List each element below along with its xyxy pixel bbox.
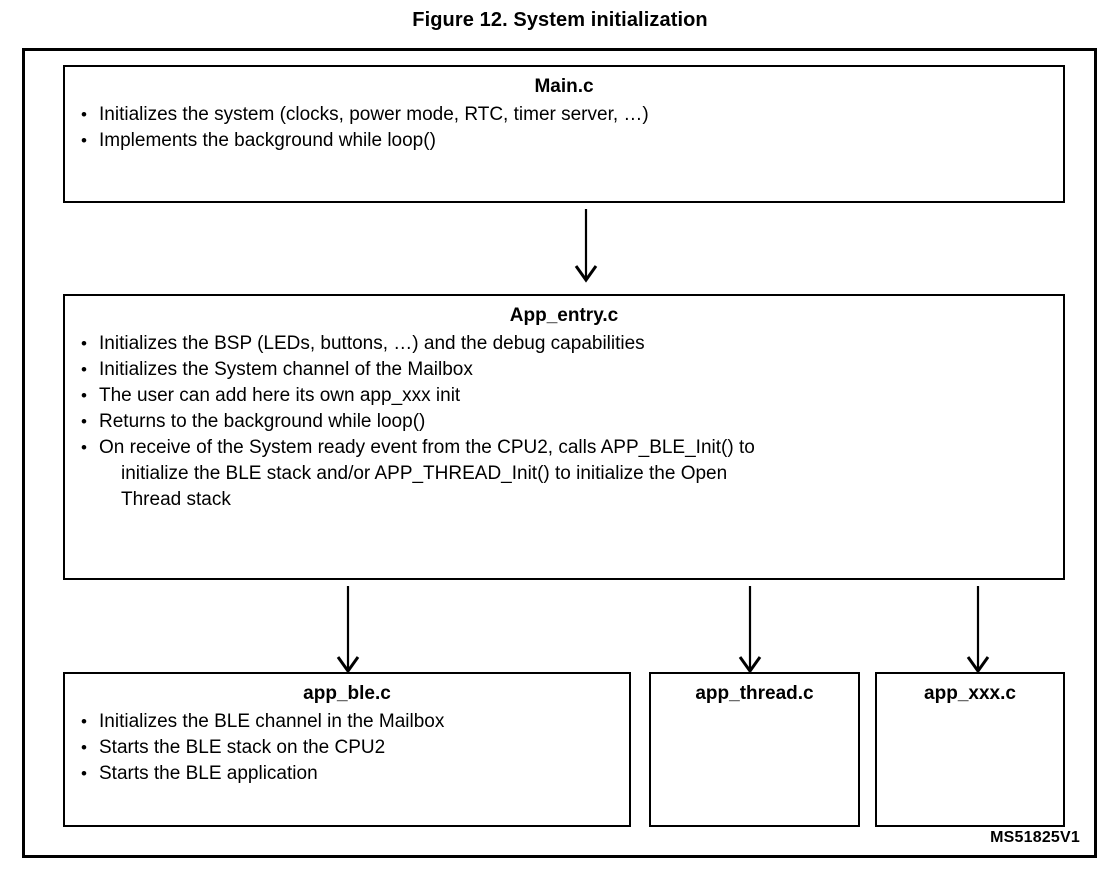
list-item: Returns to the background while loop() bbox=[77, 409, 1063, 435]
box-main-c-title: Main.c bbox=[534, 76, 594, 97]
list-item: Initializes the BLE channel in the Mailb… bbox=[77, 709, 629, 735]
list-item-line: initialize the BLE stack and/or APP_THRE… bbox=[121, 463, 728, 484]
list-item-line: On receive of the System ready event fro… bbox=[99, 437, 755, 458]
figure-caption: Figure 12. System initialization bbox=[412, 9, 708, 31]
list-item: Starts the BLE stack on the CPU2 bbox=[77, 735, 629, 761]
box-app-entry-c-bullets: Initializes the BSP (LEDs, buttons, …) a… bbox=[65, 331, 1063, 513]
list-item: Initializes the System channel of the Ma… bbox=[77, 357, 1063, 383]
document-id-label: MS51825V1 bbox=[990, 829, 1080, 846]
list-item: Initializes the system (clocks, power mo… bbox=[77, 102, 1063, 128]
box-app-thread-c-title: app_thread.c bbox=[695, 683, 814, 704]
box-app-xxx-c-title: app_xxx.c bbox=[924, 683, 1016, 704]
list-item: The user can add here its own app_xxx in… bbox=[77, 383, 1063, 409]
down-arrow-icon bbox=[335, 586, 361, 679]
box-app-entry-c-title: App_entry.c bbox=[509, 305, 619, 326]
list-item: Implements the background while loop() bbox=[77, 128, 1063, 154]
box-app-ble-c-bullets: Initializes the BLE channel in the Mailb… bbox=[65, 709, 629, 787]
box-main-c: Main.c Initializes the system (clocks, p… bbox=[63, 65, 1065, 203]
down-arrow-icon bbox=[737, 586, 763, 679]
list-item: Initializes the BSP (LEDs, buttons, …) a… bbox=[77, 331, 1063, 357]
list-item: Starts the BLE application bbox=[77, 761, 629, 787]
down-arrow-icon bbox=[573, 209, 599, 288]
box-app-thread-c: app_thread.c bbox=[649, 672, 860, 827]
down-arrow-icon bbox=[965, 586, 991, 679]
box-app-entry-c: App_entry.c Initializes the BSP (LEDs, b… bbox=[63, 294, 1065, 580]
box-app-ble-c: app_ble.c Initializes the BLE channel in… bbox=[63, 672, 631, 827]
list-item: On receive of the System ready event fro… bbox=[77, 435, 1063, 513]
list-item-line: Thread stack bbox=[121, 489, 231, 510]
box-main-c-bullets: Initializes the system (clocks, power mo… bbox=[65, 102, 1063, 154]
box-app-xxx-c: app_xxx.c bbox=[875, 672, 1065, 827]
figure-frame: Main.c Initializes the system (clocks, p… bbox=[22, 48, 1097, 858]
box-app-ble-c-title: app_ble.c bbox=[303, 683, 391, 704]
